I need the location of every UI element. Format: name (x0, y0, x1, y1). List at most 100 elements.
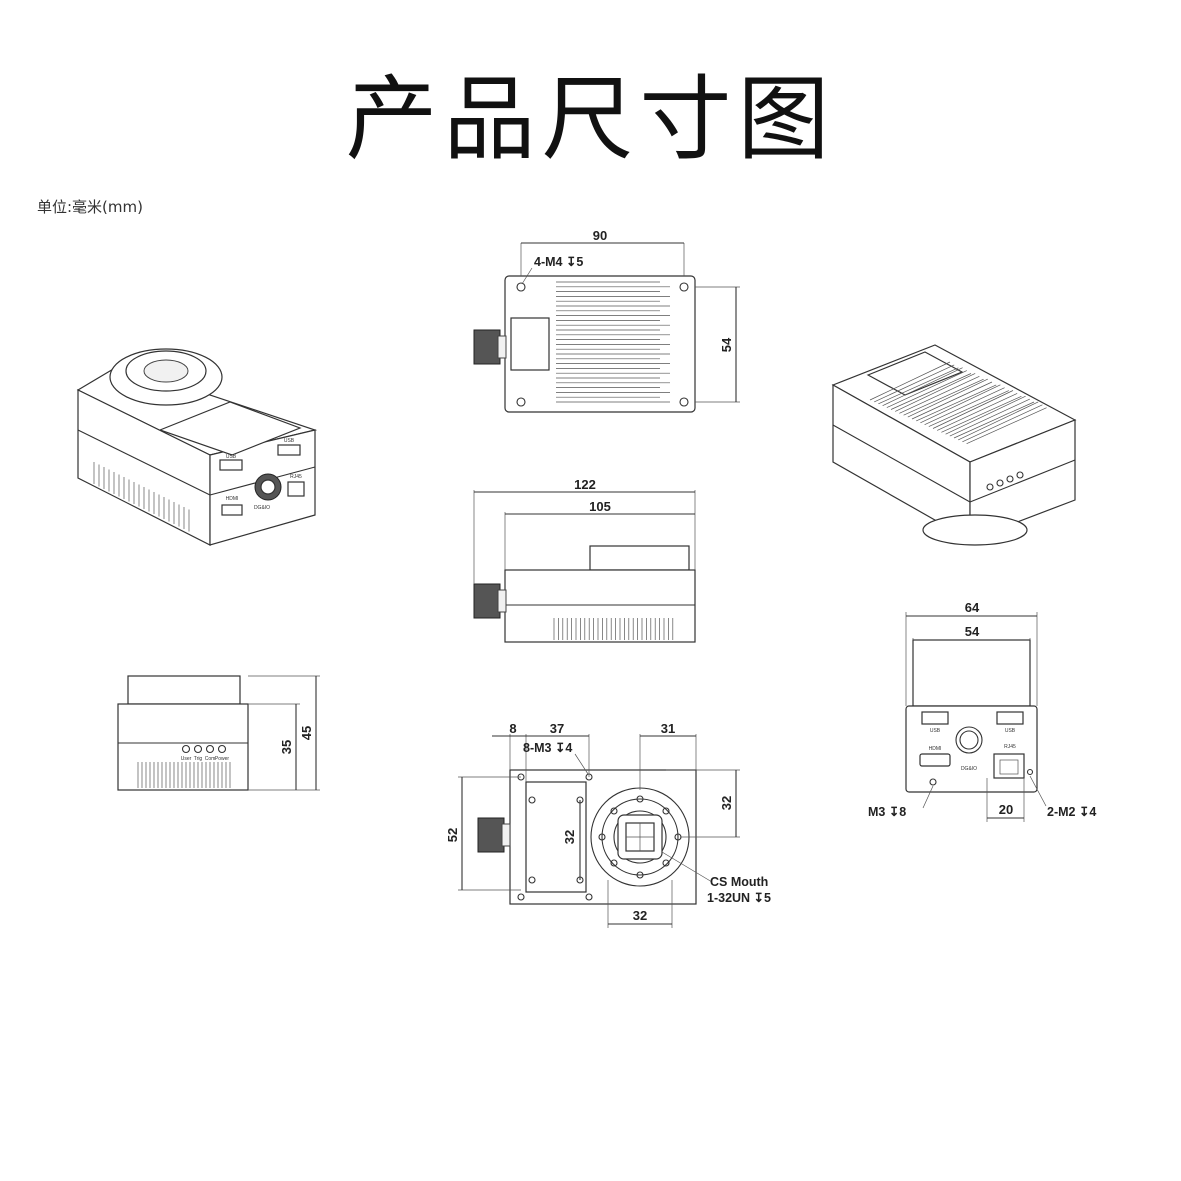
iso-label-plate (158, 401, 302, 456)
usb-port-right (996, 711, 1024, 725)
rear-right-hole (1026, 768, 1034, 776)
fin-line (924, 387, 1005, 426)
iso-front-fins (93, 462, 190, 532)
left-view-top-mount (127, 675, 241, 705)
iso-heatsink-view (831, 344, 1077, 546)
fin-line (962, 404, 1043, 443)
top-holes-label: 4-M4 ↧5 (534, 255, 583, 269)
top-view-hole (679, 282, 689, 292)
led-label: Power (215, 756, 230, 762)
rear-right-holes-label: 2-M2 ↧4 (1047, 805, 1096, 819)
led-com (205, 744, 215, 754)
rj45-port (993, 753, 1025, 779)
left-view-fins (137, 762, 231, 788)
side-view-connector (473, 583, 501, 619)
left-view: User Trig Com Power 35 45 (117, 675, 320, 791)
fin-line (886, 370, 967, 408)
dim-122: 122 (574, 477, 596, 492)
hdmi-label: HDMI (929, 746, 942, 752)
dim-right-32: 32 (719, 796, 734, 810)
dim-31: 31 (661, 721, 675, 736)
fin-line (907, 378, 988, 418)
led-label: User (181, 756, 192, 762)
top-view-connector (473, 329, 501, 365)
led-power (217, 744, 227, 754)
dim-105: 105 (589, 499, 611, 514)
fin-line (916, 384, 997, 422)
dim-8: 8 (509, 721, 516, 736)
usb-label-left: USB (930, 728, 941, 734)
cs-mount-thread: 1-32UN ↧5 (707, 891, 771, 905)
side-view: 122 105 (473, 477, 696, 643)
top-view: 90 4-M4 ↧5 54 (473, 228, 740, 413)
fin-line (966, 407, 1047, 445)
dim-35: 35 (279, 740, 294, 754)
fin-line (945, 395, 1026, 435)
unit-note: 单位:毫米(mm) (37, 198, 143, 216)
iso-hdmi-port (221, 504, 243, 516)
top-view-label-plate (510, 317, 550, 371)
dim-20: 20 (999, 802, 1013, 817)
dgio-connector (955, 726, 983, 754)
front-view-connector (477, 817, 505, 853)
dim-90: 90 (593, 228, 607, 243)
fin-line (941, 395, 1022, 433)
top-view-connector-base (497, 335, 507, 359)
usb-label-right: USB (1005, 728, 1016, 734)
dim-52: 52 (445, 828, 460, 842)
iso-port-label: HDMI (226, 496, 239, 502)
fin-line (899, 375, 980, 414)
iso-rj45-port (287, 481, 305, 497)
dim-37: 37 (550, 721, 564, 736)
dgio-label: DG&IO (961, 766, 977, 772)
iso-heatsink-fins (869, 361, 1047, 445)
fin-line (895, 373, 976, 412)
fin-line (920, 384, 1001, 424)
fin-line (928, 390, 1009, 427)
front-view: 8 37 8-M3 ↧4 31 52 32 32 32 CS Mouth 1-3… (445, 721, 771, 928)
dim-54-top: 54 (719, 337, 734, 352)
hdmi-port (919, 753, 951, 767)
fin-line (932, 390, 1014, 429)
top-view-hole (516, 397, 526, 407)
iso-rear-right-face (969, 419, 1076, 541)
fin-line (958, 401, 1039, 441)
side-view-fins (553, 618, 674, 640)
fin-line (869, 361, 951, 401)
dim-bottom-32: 32 (633, 908, 647, 923)
fin-line (874, 364, 955, 403)
rj45-label: RJ45 (1004, 744, 1016, 750)
led-label: Com (205, 756, 216, 762)
front-holes-label: 8-M3 ↧4 (523, 741, 572, 755)
fin-line (937, 393, 1018, 431)
side-view-heatsink-top (589, 545, 690, 571)
iso-usb-port (219, 459, 243, 471)
cs-mount-ring (601, 798, 679, 876)
top-view-hole (679, 397, 689, 407)
side-view-body (504, 569, 696, 643)
iso-front-view: USB USB HDMI RJ45 DG&IO (76, 348, 318, 546)
fin-line (882, 367, 963, 407)
iso-port-label: DG&IO (254, 505, 270, 511)
led-label: Trig (194, 756, 203, 762)
rear-left-hole-label: M3 ↧8 (868, 805, 906, 819)
iso-rear-plate (866, 351, 964, 396)
top-view-fins (556, 281, 670, 403)
rear-left-hole (929, 778, 937, 786)
iso-port-label: USB (284, 438, 295, 444)
top-view-hole (516, 282, 526, 292)
rear-view: USB USB HDMI DG&IO RJ45 64 54 20 M3 ↧8 2… (868, 600, 1096, 822)
fin-line (949, 398, 1030, 437)
iso-port-label: USB (226, 454, 237, 460)
iso-sensor (143, 359, 189, 383)
page-title: 产品尺寸图 (345, 66, 836, 173)
front-view-plate (525, 781, 587, 893)
iso-port-label: RJ45 (290, 474, 302, 480)
led-user (181, 744, 191, 754)
cs-mount-label: CS Mouth (710, 875, 768, 889)
fin-line (903, 378, 984, 416)
dim-54-rear: 54 (965, 624, 980, 639)
fin-line (890, 373, 972, 410)
led-trig (193, 744, 203, 754)
